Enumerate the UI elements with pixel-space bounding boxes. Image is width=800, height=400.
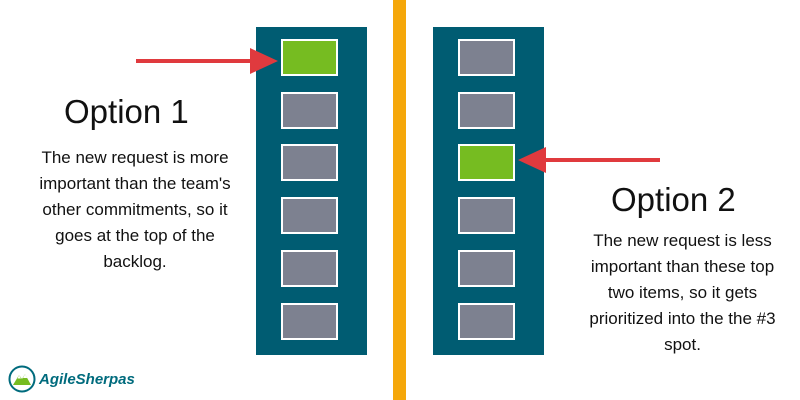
backlog-column-option-1 bbox=[256, 27, 367, 355]
backlog-item bbox=[458, 92, 515, 129]
arrow-right-icon bbox=[136, 48, 278, 74]
option-2-title: Option 2 bbox=[611, 181, 736, 218]
backlog-item bbox=[281, 250, 338, 287]
backlog-item bbox=[281, 144, 338, 181]
arrow-left-icon bbox=[518, 147, 660, 173]
agilesherpas-logo: AgileSherpas bbox=[8, 364, 135, 394]
backlog-column-option-2 bbox=[433, 27, 544, 355]
backlog-item bbox=[458, 303, 515, 340]
backlog-item bbox=[458, 197, 515, 234]
backlog-item bbox=[281, 92, 338, 129]
backlog-item bbox=[281, 303, 338, 340]
backlog-item-new-request bbox=[281, 39, 338, 76]
backlog-item bbox=[281, 197, 338, 234]
option-1-description: The new request is more important than t… bbox=[39, 148, 231, 271]
option-2-description: The new request is less important than t… bbox=[589, 231, 776, 354]
center-divider bbox=[393, 0, 406, 400]
backlog-item-new-request bbox=[458, 144, 515, 181]
backlog-item bbox=[458, 39, 515, 76]
logo-text: AgileSherpas bbox=[39, 370, 135, 388]
mountain-logo-icon bbox=[8, 365, 36, 393]
option-1-title: Option 1 bbox=[64, 93, 189, 130]
backlog-item bbox=[458, 250, 515, 287]
